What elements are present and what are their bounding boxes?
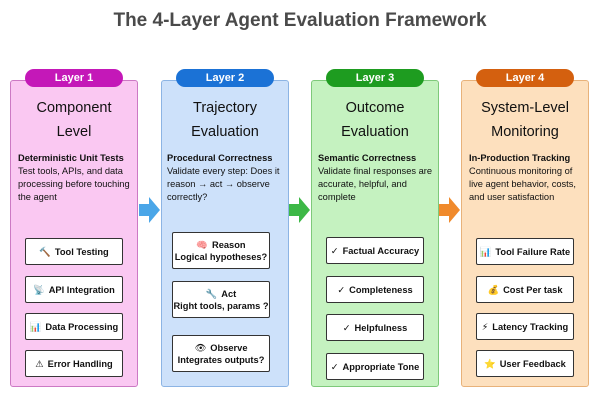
completeness-box: ✓ Completeness xyxy=(326,276,424,303)
check-icon: ✓ xyxy=(342,322,351,333)
item-label: Completeness xyxy=(349,284,413,295)
error-handling-box: ⚠ Error Handling xyxy=(25,350,123,377)
layer-1-description: Deterministic Unit Tests Test tools, API… xyxy=(18,152,136,204)
page-title: The 4-Layer Agent Evaluation Framework xyxy=(113,10,487,31)
check-icon: ✓ xyxy=(337,284,346,295)
tool-testing-box: 🔨 Tool Testing xyxy=(25,238,123,265)
layer-2-heading: Trajectory Evaluation xyxy=(161,96,289,144)
bar-chart-icon: 📊 xyxy=(29,321,42,332)
layer-1-heading-line2: Level xyxy=(56,124,92,140)
layer-2-heading-line1: Trajectory xyxy=(193,100,257,116)
arrow-right-icon xyxy=(139,197,160,223)
appropriate-tone-box: ✓ Appropriate Tone xyxy=(326,353,424,380)
item-label: Appropriate Tone xyxy=(342,361,420,372)
act-title: 🔧Act xyxy=(205,288,237,299)
layer-3-description: Semantic Correctness Validate final resp… xyxy=(318,152,436,204)
layer-2-heading-line2: Evaluation xyxy=(191,124,259,140)
reason-box: 🧠Reason Logical hypotheses? xyxy=(172,232,270,269)
brain-icon: 🧠 xyxy=(196,239,208,250)
hammer-icon: 🔨 xyxy=(39,246,51,257)
arrow-right-icon xyxy=(289,197,310,223)
layer-4-description: In-Production Tracking Continuous monito… xyxy=(469,152,587,204)
reason-subtitle: Logical hypotheses? xyxy=(174,251,268,262)
wrench-icon: 🔧 xyxy=(205,288,218,299)
warning-icon: ⚠ xyxy=(35,358,44,369)
user-feedback-box: ⭐ User Feedback xyxy=(476,350,574,377)
check-icon: ✓ xyxy=(330,361,339,372)
layer-2-desc-title: Procedural Correctness xyxy=(167,153,273,163)
cost-per-task-box: 💰 Cost Per task xyxy=(476,276,574,303)
item-label: Factual Accuracy xyxy=(342,245,420,256)
api-integration-box: 📡 API Integration xyxy=(25,276,123,303)
layer-1-tag: Layer 1 xyxy=(25,69,123,87)
layer-3-heading: Outcome Evaluation xyxy=(311,96,439,144)
observe-box: 👁Observe Integrates outputs? xyxy=(172,335,270,372)
factual-accuracy-box: ✓ Factual Accuracy xyxy=(326,237,424,264)
latency-tracking-box: ⚡ Latency Tracking xyxy=(476,313,574,340)
layer-4-heading-line2: Monitoring xyxy=(491,124,559,140)
satellite-icon: 📡 xyxy=(33,284,45,295)
lightning-icon: ⚡ xyxy=(481,321,489,332)
helpfulness-box: ✓ Helpfulness xyxy=(326,314,424,341)
item-label: User Feedback xyxy=(499,358,566,369)
layer-4-heading-line1: System-Level xyxy=(481,100,569,116)
layer-3-desc-title: Semantic Correctness xyxy=(318,153,417,163)
item-label: Helpfulness xyxy=(354,322,408,333)
reason-title: 🧠Reason xyxy=(196,239,246,250)
layer-2-tag: Layer 2 xyxy=(176,69,274,87)
item-label: Tool Failure Rate xyxy=(495,246,571,257)
layer-1-desc-body: Test tools, APIs, and data processing be… xyxy=(18,166,130,202)
layer-4-desc-title: In-Production Tracking xyxy=(469,153,571,163)
item-label: Tool Testing xyxy=(54,246,109,257)
act-box: 🔧Act Right tools, params ? xyxy=(172,281,270,318)
layer-3-heading-line1: Outcome xyxy=(345,100,405,116)
layer-3-tag: Layer 3 xyxy=(326,69,424,87)
arrow-right-icon xyxy=(439,197,460,223)
layer-1-desc-title: Deterministic Unit Tests xyxy=(18,153,124,163)
item-label: Error Handling xyxy=(47,358,113,369)
eye-icon: 👁 xyxy=(194,342,207,353)
layer-4-desc-body: Continuous monitoring of live agent beha… xyxy=(469,166,576,202)
layer-2-desc-body: Validate every step: Does it reason → ac… xyxy=(167,166,280,202)
layer-4-tag: Layer 4 xyxy=(476,69,574,87)
tool-failure-rate-box: 📊 Tool Failure Rate xyxy=(476,238,574,265)
star-icon: ⭐ xyxy=(484,358,496,369)
layer-4-heading: System-Level Monitoring xyxy=(461,96,589,144)
money-bag-icon: 💰 xyxy=(487,284,500,295)
item-label: Cost Per task xyxy=(503,284,563,295)
check-icon: ✓ xyxy=(330,245,339,256)
act-subtitle: Right tools, params ? xyxy=(173,300,269,311)
item-label: API Integration xyxy=(48,284,115,295)
item-label: Data Processing xyxy=(45,321,119,332)
layer-2-description: Procedural Correctness Validate every st… xyxy=(167,152,285,204)
data-processing-box: 📊 Data Processing xyxy=(25,313,123,340)
bar-chart-icon: 📊 xyxy=(479,246,492,257)
layer-3-desc-body: Validate final responses are accurate, h… xyxy=(318,166,433,202)
observe-subtitle: Integrates outputs? xyxy=(177,354,265,365)
layer-1-heading-line1: Component xyxy=(36,100,112,116)
layer-1-heading: Component Level xyxy=(10,96,138,144)
observe-title: 👁Observe xyxy=(194,342,248,353)
layer-3-heading-line2: Evaluation xyxy=(341,124,409,140)
item-label: Latency Tracking xyxy=(492,321,569,332)
